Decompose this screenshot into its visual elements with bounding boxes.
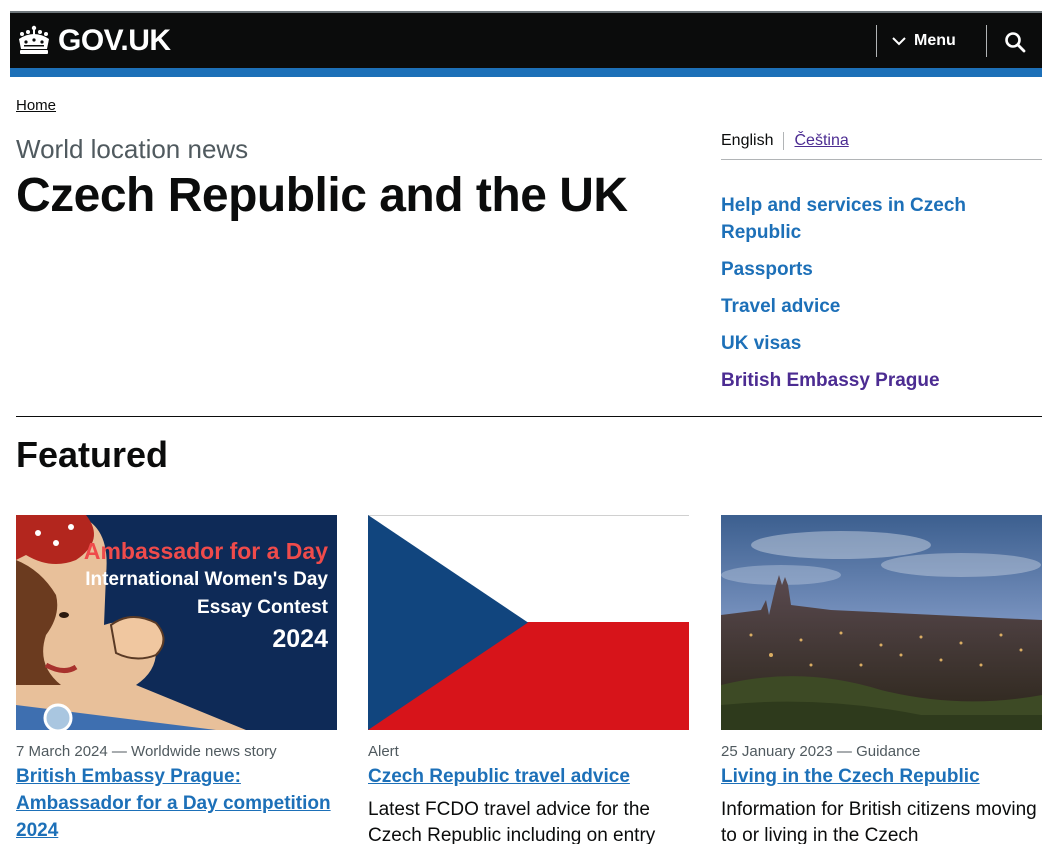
header-separator: [876, 25, 877, 57]
govuk-logo-link[interactable]: GOV.UK: [16, 23, 171, 59]
top-strip: [0, 0, 1058, 11]
breadcrumb: Home: [16, 97, 56, 114]
site-header: GOV.UK Menu: [10, 11, 1042, 68]
ambassador-for-a-day-image[interactable]: Ambassador for a Day International Women…: [16, 515, 337, 730]
related-link-item: Travel advice: [721, 293, 1042, 320]
header-accent-bar: [10, 68, 1042, 77]
language-link-cestina[interactable]: Čeština: [794, 132, 849, 149]
help-and-services-link[interactable]: Help and services in Czech Republic: [721, 195, 966, 243]
menu-button[interactable]: Menu: [892, 25, 956, 57]
prague-cityscape-image[interactable]: [721, 515, 1042, 730]
card-description: Latest FCDO travel advice for the Czech …: [368, 799, 656, 844]
search-button[interactable]: [995, 23, 1035, 61]
language-separator: [783, 132, 785, 150]
featured-heading: Featured: [16, 434, 169, 475]
search-icon: [1005, 32, 1026, 53]
image-text-line3: Essay Contest: [197, 597, 329, 618]
image-text-line2: International Women's Day: [85, 569, 328, 590]
card-description: Information for British citizens moving …: [721, 799, 1037, 844]
ambassador-for-a-day-link[interactable]: British Embassy Prague: Ambassador for a…: [16, 766, 331, 841]
czech-travel-advice-link[interactable]: Czech Republic travel advice: [368, 766, 630, 787]
image-text-line1: Ambassador for a Day: [84, 538, 328, 564]
language-switcher: English Čeština: [721, 132, 1042, 160]
living-in-czech-republic-link[interactable]: Living in the Czech Republic: [721, 766, 980, 787]
page-title: Czech Republic and the UK: [16, 169, 628, 222]
image-text-line4: 2024: [272, 625, 328, 653]
menu-label: Menu: [914, 32, 956, 49]
breadcrumb-home-link[interactable]: Home: [16, 97, 57, 114]
crown-icon: [19, 25, 49, 54]
section-divider: [16, 416, 1042, 417]
featured-card: Alert Czech Republic travel advice Lates…: [368, 515, 689, 844]
related-link-item: Passports: [721, 256, 1042, 283]
british-embassy-prague-link[interactable]: British Embassy Prague: [721, 370, 940, 391]
related-link-item: British Embassy Prague: [721, 367, 1042, 394]
related-links: Help and services in Czech Republic Pass…: [721, 192, 1042, 404]
travel-advice-link[interactable]: Travel advice: [721, 296, 841, 317]
czech-flag-image[interactable]: [368, 515, 689, 730]
passports-link[interactable]: Passports: [721, 259, 813, 280]
related-link-item: UK visas: [721, 330, 1042, 357]
card-meta: Alert: [368, 743, 399, 760]
logo-text: GOV.UK: [58, 24, 171, 57]
chevron-down-icon: [892, 37, 906, 46]
header-separator: [986, 25, 987, 57]
page-kicker: World location news: [16, 134, 249, 164]
related-link-item: Help and services in Czech Republic: [721, 192, 1042, 246]
card-meta: 25 January 2023 — Guidance: [721, 743, 921, 760]
uk-visas-link[interactable]: UK visas: [721, 333, 802, 354]
card-meta: 7 March 2024 — Worldwide news story: [16, 743, 277, 760]
featured-card: Ambassador for a Day International Women…: [16, 515, 337, 844]
featured-card: 25 January 2023 — Guidance Living in the…: [721, 515, 1042, 844]
language-current: English: [721, 132, 774, 149]
